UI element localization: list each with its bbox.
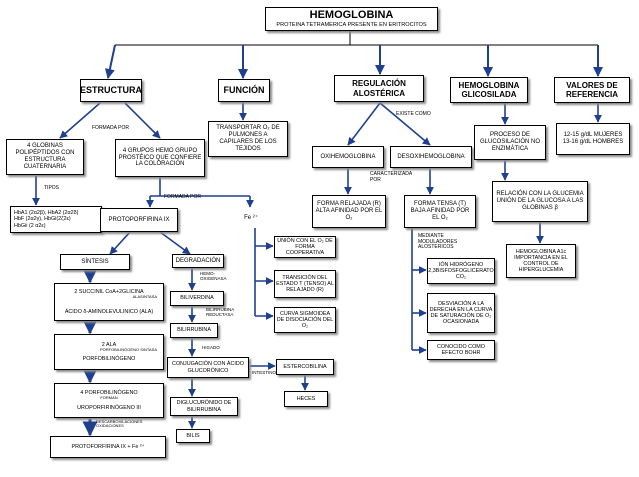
- glucosilacion-box: PROCESO DE GLUCOSILACIÓN NO ENZIMÁTICA: [474, 125, 546, 160]
- sintesis-step3b: UROPORFIRINÓGENO III: [77, 404, 141, 411]
- tipo-line-3: HbGii (2 α2ε): [14, 222, 46, 229]
- referencia-mujeres: 12-15 g/dL MUJERES: [563, 132, 623, 139]
- fe-branch-cooperativa: UNIÓN CON EL O₂ DE FORMA COOPERATIVA: [274, 236, 336, 258]
- sintesis-step1-box: 2 SUCCINIL CoA+2GLICINA ALASINTASA ÁCIDO…: [54, 283, 164, 321]
- conjugacion-box: CONJUGACIÓN CON ÁCIDO GLUCORÓNICO: [167, 357, 249, 378]
- valores-referencia-box: 12-15 g/dL MUJERES 13-16 g/dL HOMBRES: [556, 123, 630, 155]
- estructura-header: ESTRUCTURA: [80, 79, 142, 102]
- forma-t-box: FORMA TENSA (T) BAJA AFINIDAD POR EL O₂: [404, 195, 476, 228]
- tipos-box: HbA1 (2α2β), HbA2 (2α2δ) HbF (2α2γ), HbG…: [10, 206, 102, 233]
- biliverdina-box: BILIVERDINA: [170, 291, 224, 306]
- formada-por-label: FORMADA POR: [92, 125, 129, 131]
- page-subtitle: PROTEINA TETRAMERICA PRESENTE EN ERITROC…: [276, 22, 427, 29]
- fe-box: Fe ²⁺: [232, 208, 270, 228]
- sintesis-step2: 2 ALA: [101, 341, 117, 348]
- mod-iones-box: IÓN HIDRÓGENO 2,3BISFOSFOGLICERATO CO₂: [427, 258, 495, 284]
- regulacion-header: REGULACIÓN ALOSTÉRICA: [334, 75, 424, 102]
- degradacion-header: DEGRADACIÓN: [172, 254, 224, 268]
- heces-box: HECES: [284, 391, 328, 407]
- degradacion-enzyme2: BILIRRUBINA REDUCTASA: [206, 307, 235, 317]
- title-box: HEMOGLOBINA PROTEINA TETRAMERICA PRESENT…: [265, 7, 438, 31]
- forma-r-box: FORMA RELAJADA (R) ALTA AFINIDAD POR EL …: [312, 195, 386, 228]
- funcion-header: FUNCIÓN: [218, 79, 270, 102]
- sintesis-header: SÍNTESIS: [60, 254, 130, 270]
- sintesis-enzyme4: DESCARBOXILACIONES OXIDACIONES: [96, 419, 143, 429]
- mod-desviacion-box: DESVIACIÓN A LA DERECHA EN LA CURVA DE S…: [427, 293, 495, 333]
- fe-branch-transicion: TRANSICIÓN DEL ESTADO T (TENSO) AL RELAJ…: [274, 270, 336, 298]
- diglucuronido-box: DIGLUCURÓNIDO DE BILIRRUBINA: [170, 397, 238, 416]
- moduladores-label: MEDIANTE MODULADORES ALOSTERICOS: [418, 233, 458, 250]
- bilis-box: BILIS: [176, 429, 210, 443]
- tipo-line-2: HbF (2α2γ), HbGi(2ζ2ε): [14, 216, 71, 223]
- hemoglobina-a1c-box: HEMOGLOBINA A1c IMPORTANCIA EN EL CONTRO…: [506, 244, 576, 278]
- formada-por-label-2: FORMADA POR: [164, 194, 201, 200]
- referencia-header: VALORES DE REFERENCIA: [554, 77, 630, 103]
- tipo-line-1: HbA1 (2α2β), HbA2 (2α2δ): [14, 210, 79, 217]
- oxihemoglobina-box: OXIHEMOGLOBINA: [312, 146, 384, 168]
- estercobilina-box: ESTERCOBILINA: [276, 359, 334, 375]
- bilirrubina-box: BILIRRUBINA: [170, 323, 218, 338]
- globinas-box: 4 GLOBINAS POLIPÉPTIDOS CON ESTRUCTURA C…: [6, 139, 84, 175]
- page-title: HEMOGLOBINA: [309, 9, 394, 22]
- sintesis-step2b: PORFOBILINÓGENO: [82, 356, 136, 363]
- relacion-glucemia-box: RELACIÓN CON LA GLUCEMIA UNIÓN DE LA GLU…: [492, 181, 588, 222]
- fe-branch-curva: CURVA SIGMOIDEA DE DISOCIACIÓN DEL O₂: [274, 307, 336, 333]
- protoporfirina-box: PROTOPORFIRINA IX: [100, 208, 178, 232]
- mod-bohr-box: CONOCIDO COMO EFECTO BOHR: [427, 340, 495, 360]
- higado-label: HIGADO: [202, 345, 220, 350]
- sintesis-step1b: ÁCIDO δ-AMINOLEVULINICO (ALA): [64, 309, 154, 316]
- referencia-hombres: 13-16 g/dL HOMBRES: [562, 139, 624, 145]
- desoxihemoglobina-box: DESOXIHEMOGLOBINA: [390, 146, 472, 168]
- funcion-box: TRANSPORTAR O₂ DE PULMONES A CAPILARES D…: [208, 121, 288, 157]
- sintesis-step3: 4 PORFOBILINÓGENO: [80, 390, 138, 396]
- degradacion-enzyme1: HEMO-OXIGENASA: [200, 271, 227, 281]
- sintesis-step2-box: 2 ALA PORFOBILINÓGENO SINTASA PORFOBILIN…: [54, 334, 164, 370]
- intestino-label: INTESTINO: [252, 370, 277, 375]
- sintesis-step3-box: 4 PORFOBILINÓGENO FORMAN UROPORFIRINÓGEN…: [54, 383, 164, 418]
- caracterizada-label: CARACTERIZADA POR: [370, 171, 412, 183]
- sintesis-enzyme2: PORFOBILINÓGENO SINTASA: [99, 346, 157, 352]
- sintesis-step4-box: PROTOFORFIRINA IX + Fe ²⁺: [50, 436, 166, 458]
- glicosilada-header: HEMOGLOBINA GLICOSILADA: [450, 77, 528, 103]
- existe-como-label: EXISTE COMO: [396, 111, 431, 117]
- sintesis-enzyme3: FORMAN: [100, 395, 118, 401]
- grupos-hemo-box: 4 GRUPOS HEMO GRUPO PROSTÉICO QUE CONFIE…: [115, 139, 205, 177]
- sintesis-step1: 2 SUCCINIL CoA+2GLICINA: [74, 288, 144, 295]
- tipos-label: TIPOS: [44, 185, 60, 191]
- sintesis-enzyme1: ALASINTASA: [132, 293, 157, 299]
